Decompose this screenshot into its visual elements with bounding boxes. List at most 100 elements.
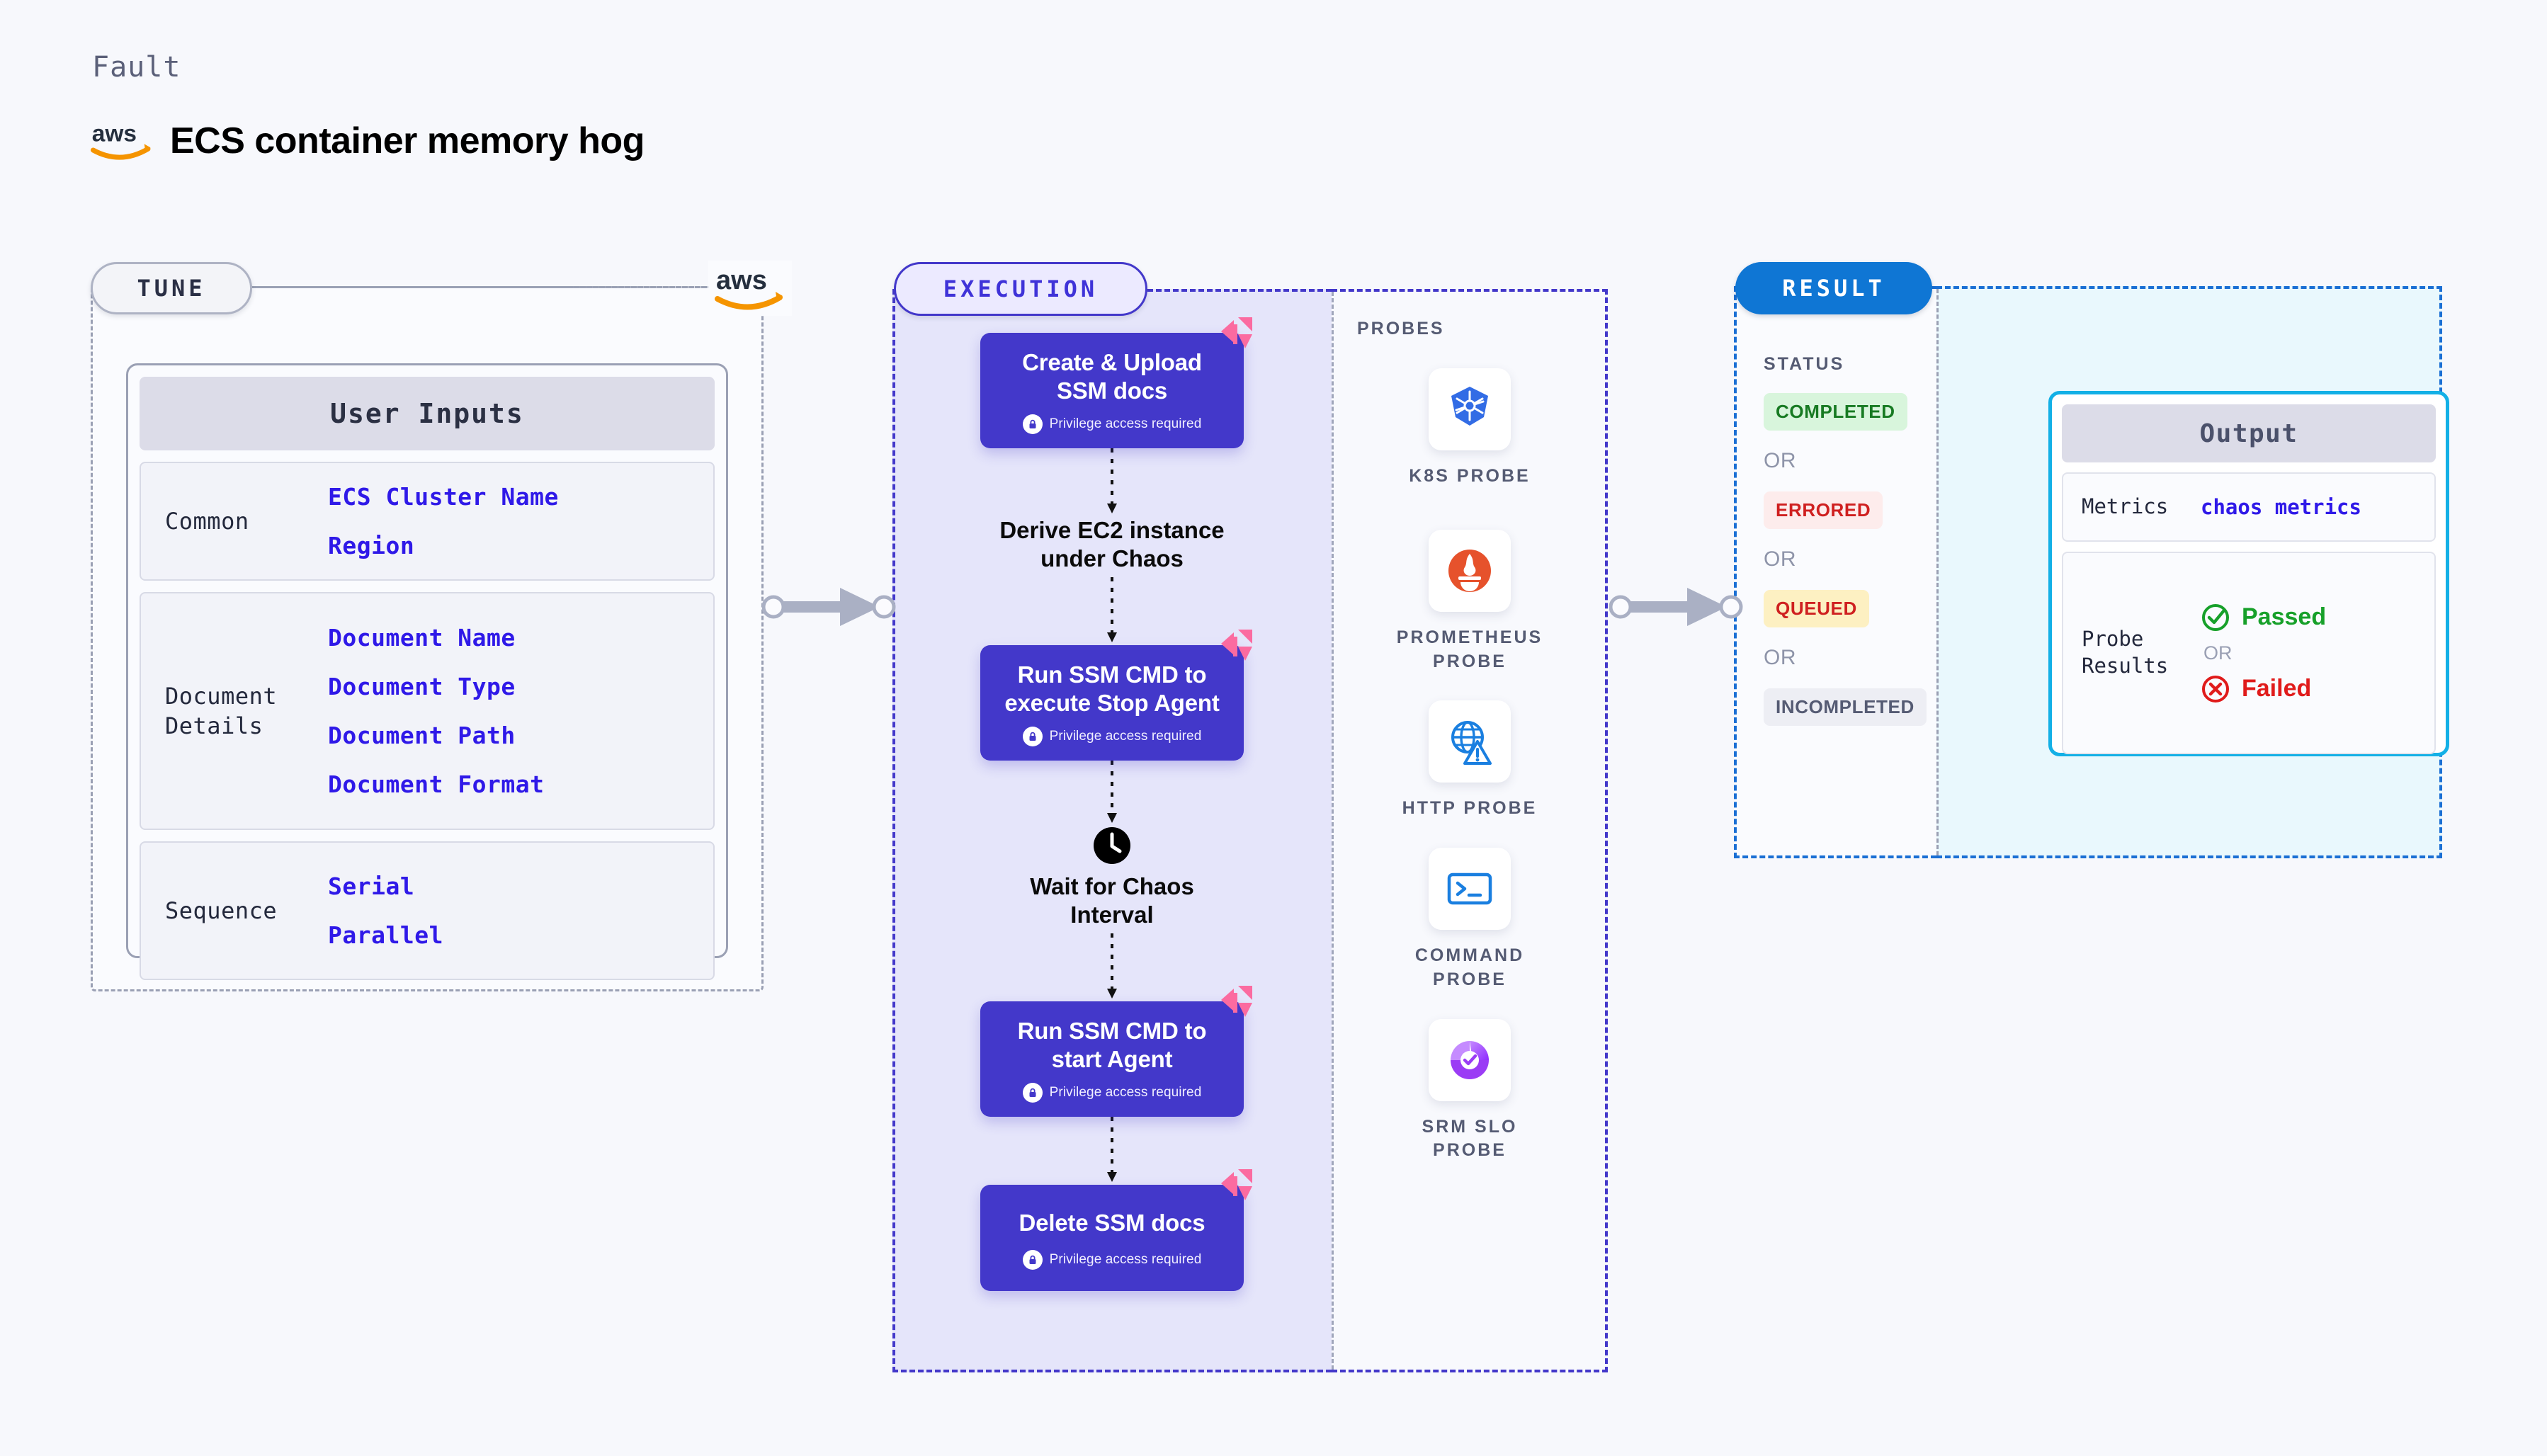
- flow-connector: [1107, 448, 1117, 513]
- flow-node-run-ssm-cmd-start-agent[interactable]: Run SSM CMD to start Agent Privilege acc…: [980, 986, 1252, 1117]
- flow-node-run-ssm-cmd-stop-agent[interactable]: Run SSM CMD to execute Stop Agent Privil…: [980, 630, 1252, 761]
- privilege-note: Privilege access required: [992, 726, 1232, 746]
- probe-result-passed: Passed: [2201, 603, 2326, 632]
- flow-node-title: Delete SSM docs: [1019, 1209, 1206, 1236]
- probe-label: SRM SLO PROBE: [1422, 1116, 1518, 1161]
- flow-node-derive-ec2-instance: Derive EC2 instance under Chaos: [892, 516, 1332, 574]
- result-status-panel: [1734, 286, 1936, 858]
- aws-logo-icon: aws: [91, 119, 153, 163]
- input-value[interactable]: Document Format: [328, 770, 545, 798]
- litmus-flag-icon: [1217, 628, 1255, 666]
- input-group-values: Document Name Document Type Document Pat…: [328, 624, 545, 798]
- lock-icon: [1022, 1082, 1043, 1103]
- input-value[interactable]: Serial: [328, 872, 415, 900]
- probe-label: HTTP PROBE: [1402, 798, 1538, 819]
- probes-panel: [1332, 289, 1608, 1372]
- input-value[interactable]: Document Type: [328, 673, 516, 700]
- status-badge-errored: ERRORED: [1764, 491, 1883, 529]
- probe-item-prometheus[interactable]: PROMETHEUS PROBE: [1396, 529, 1543, 674]
- litmus-flag-icon: [1217, 984, 1255, 1023]
- privilege-note: Privilege access required: [992, 414, 1232, 434]
- or-separator: OR: [2203, 642, 2233, 664]
- or-separator: OR: [1764, 646, 1796, 669]
- flow-node-title: Run SSM CMD to start Agent: [1017, 1018, 1207, 1073]
- input-value[interactable]: ECS Cluster Name: [328, 483, 559, 511]
- probe-label: COMMAND PROBE: [1414, 945, 1525, 989]
- litmus-flag-icon: [1217, 1168, 1255, 1206]
- flow-node-title: Wait for Chaos Interval: [1030, 872, 1194, 928]
- tune-connector-line: [252, 286, 720, 288]
- output-card: Output Metrics chaos metrics Probe Resul…: [2048, 391, 2449, 756]
- probe-passed-label: Passed: [2242, 603, 2327, 630]
- probe-label: K8S PROBE: [1409, 466, 1531, 486]
- privilege-note-text: Privilege access required: [1049, 416, 1202, 431]
- probe-failed-label: Failed: [2242, 675, 2312, 702]
- lock-icon: [1022, 1249, 1043, 1270]
- terminal-icon: [1428, 848, 1511, 930]
- fault-kicker: Fault: [92, 51, 181, 84]
- flow-connector: [1107, 577, 1117, 642]
- flow-node-title: Run SSM CMD to execute Stop Agent: [1004, 661, 1220, 717]
- or-separator: OR: [1764, 449, 1796, 472]
- status-badge-incompleted: INCOMPLETED: [1764, 688, 1927, 726]
- probes-divider: [1332, 292, 1334, 1370]
- input-group-label: Sequence: [165, 897, 278, 924]
- privilege-note-text: Privilege access required: [1049, 1084, 1202, 1100]
- user-inputs-card: User Inputs Common ECS Cluster Name Regi…: [126, 363, 728, 980]
- status-badge-queued: QUEUED: [1764, 590, 1869, 627]
- metrics-value[interactable]: chaos metrics: [2201, 495, 2361, 519]
- svg-text:aws: aws: [716, 266, 767, 295]
- probe-result-failed: Failed: [2201, 674, 2326, 704]
- svg-text:aws: aws: [92, 121, 137, 147]
- probe-results-label: Probe Results: [2082, 627, 2169, 678]
- kubernetes-icon: [1428, 368, 1511, 450]
- execution-flow: Create & Upload SSM docs Privilege acces…: [892, 289, 1332, 1291]
- probe-item-srm-slo[interactable]: SRM SLO PROBE: [1422, 1018, 1518, 1164]
- metrics-label: Metrics: [2082, 494, 2169, 519]
- flow-connector: [1107, 760, 1117, 823]
- probe-item-command[interactable]: COMMAND PROBE: [1415, 848, 1524, 992]
- input-group-document-details: Document Details Document Name Document …: [140, 592, 715, 830]
- or-separator: OR: [1764, 547, 1796, 571]
- flow-connector: [1107, 1116, 1117, 1182]
- privilege-note: Privilege access required: [992, 1082, 1232, 1103]
- input-value[interactable]: Region: [328, 532, 415, 559]
- probe-results-values: Passed OR Failed: [2201, 603, 2326, 704]
- page-title: aws ECS container memory hog: [91, 119, 645, 163]
- tune-pill: TUNE: [91, 262, 252, 314]
- privilege-note-text: Privilege access required: [1049, 1251, 1202, 1267]
- probe-item-k8s[interactable]: K8S PROBE: [1409, 368, 1530, 489]
- output-group-probe-results: Probe Results Passed OR: [2062, 552, 2436, 754]
- check-circle-icon: [2201, 603, 2230, 632]
- probes-label: PROBES: [1357, 319, 1445, 339]
- input-value[interactable]: Document Name: [328, 624, 516, 652]
- x-circle-icon: [2201, 674, 2230, 704]
- input-value[interactable]: Parallel: [328, 921, 443, 949]
- arrow-right-icon: [1609, 582, 1744, 632]
- result-divider: [1936, 289, 1939, 855]
- privilege-note-text: Privilege access required: [1049, 728, 1202, 744]
- probe-label: PROMETHEUS PROBE: [1396, 627, 1543, 671]
- litmus-flag-icon: [1217, 316, 1255, 354]
- aws-badge-icon: aws: [708, 261, 792, 316]
- input-value[interactable]: Document Path: [328, 722, 516, 749]
- flow-node-title: Create & Upload SSM docs: [1022, 349, 1202, 404]
- flow-node-delete-ssm-docs[interactable]: Delete SSM docs Privilege access require…: [980, 1168, 1252, 1291]
- status-badge-completed: COMPLETED: [1764, 393, 1907, 431]
- input-group-values: Serial Parallel: [328, 872, 443, 949]
- flow-node-wait-for-chaos-interval: Wait for Chaos Interval: [892, 826, 1332, 930]
- input-group-values: ECS Cluster Name Region: [328, 483, 559, 559]
- status-list: STATUS COMPLETED OR ERRORED OR QUEUED OR…: [1764, 354, 1941, 726]
- input-group-label: Document Details: [165, 682, 278, 739]
- input-group-common: Common ECS Cluster Name Region: [140, 462, 715, 581]
- output-group-metrics: Metrics chaos metrics: [2062, 472, 2436, 542]
- flow-node-title: Derive EC2 instance under Chaos: [999, 516, 1225, 571]
- execution-pill: EXECUTION: [894, 262, 1147, 316]
- srm-slo-icon: [1429, 1018, 1511, 1101]
- arrow-right-icon: [762, 582, 897, 632]
- probe-item-http[interactable]: HTTP PROBE: [1402, 700, 1538, 821]
- input-group-label: Common: [165, 507, 249, 535]
- flow-node-create-upload-ssm-docs[interactable]: Create & Upload SSM docs Privilege acces…: [980, 317, 1252, 448]
- user-inputs-title: User Inputs: [140, 377, 715, 450]
- input-group-sequence: Sequence Serial Parallel: [140, 841, 715, 980]
